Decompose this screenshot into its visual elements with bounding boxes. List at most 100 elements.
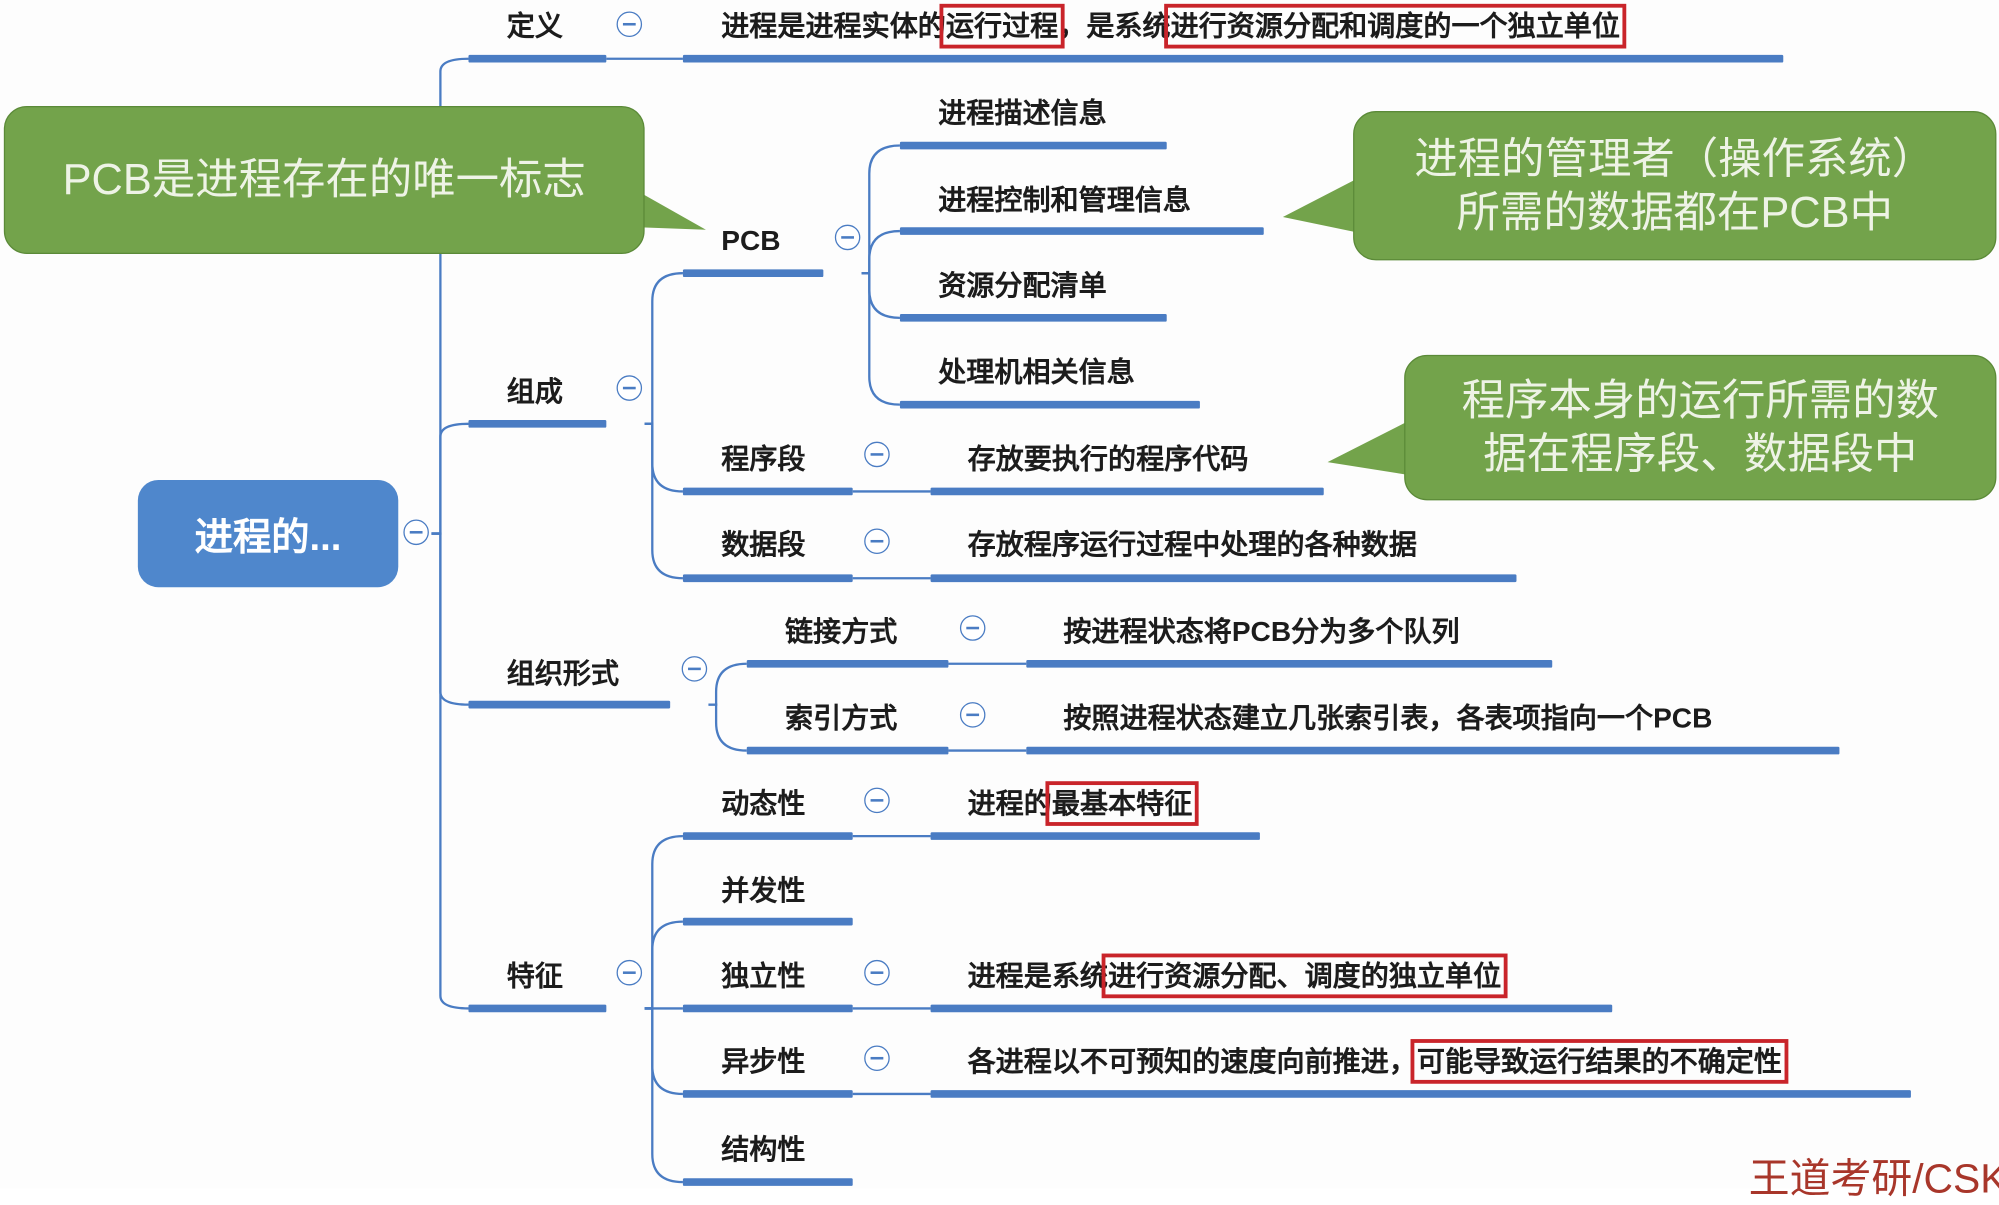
node-index-text[interactable]: 按照进程状态建立几张索引表，各表项指向一个PCB [1063,702,1713,734]
node-features[interactable]: 特征 [506,959,563,992]
node-async[interactable]: 异步性 [721,1045,806,1078]
text: 进程是系统 [967,959,1109,992]
node-underline [682,917,853,926]
collapse-icon[interactable] [959,615,986,641]
node-underline [899,227,1264,235]
collapse-icon[interactable] [864,528,890,555]
callout-pcb-flag: PCB是进程存在的唯一标志 [3,105,645,255]
node-underline [899,400,1200,409]
node-underline [899,314,1167,322]
node-underline [468,54,607,63]
node-underline [682,1178,853,1186]
highlight-box: 可能导致运行结果的不确定性 [1410,1039,1789,1084]
connector-line [644,272,683,425]
node-organization[interactable]: 组织形式 [506,657,620,690]
collapse-icon[interactable] [616,375,643,401]
collapse-icon[interactable] [864,959,890,986]
root-label: 进程的... [194,516,342,560]
text: 各进程以不可预知的速度向前推进， [967,1045,1417,1078]
node-program-text[interactable]: 存放要执行的程序代码 [967,442,1249,475]
node-underline [930,832,1260,840]
text: 进程是进程实体的 [721,10,946,43]
node-data-text[interactable]: 存放程序运行过程中处理的各种数据 [967,528,1417,561]
collapse-icon[interactable] [959,702,986,728]
root-node[interactable]: 进程的... [137,479,399,588]
node-underline [468,1004,607,1013]
highlight-box: 进行资源分配、调度的独立单位 [1101,953,1508,999]
collapse-icon[interactable] [834,224,861,251]
callout-text: 据在程序段、数据段中 [1483,430,1918,479]
collapse-icon[interactable] [616,959,643,986]
watermark: 王道考研/CSK [1748,1155,1999,1202]
connector-line [431,422,469,535]
node-underline [682,54,1784,63]
node-definition-text[interactable]: 进程是进程实体的运行过程，是系统进行资源分配和调度的一个独立单位 [721,3,1627,49]
node-concurrent[interactable]: 并发性 [721,874,806,907]
highlight-box: 最基本特征 [1045,781,1199,826]
text: ，是系统 [1058,10,1171,43]
connector-line [431,57,469,535]
collapse-icon[interactable] [681,656,708,682]
node-underline [746,746,949,755]
collapse-icon[interactable] [864,787,890,814]
collapse-icon[interactable] [616,11,643,38]
node-underline [930,487,1324,496]
callout-text: 程序本身的运行所需的数 [1461,376,1940,426]
collapse-icon[interactable] [864,441,890,468]
node-pcb-item[interactable]: 进程描述信息 [938,97,1107,129]
connector-line [644,422,683,580]
node-definition[interactable]: 定义 [506,10,563,43]
node-index-mode[interactable]: 索引方式 [785,702,898,734]
collapse-icon[interactable] [403,519,429,546]
node-underline [682,1090,853,1098]
connector-line [861,144,900,275]
text: 进程的 [967,787,1052,820]
highlight-box: 进行资源分配和调度的一个独立单位 [1164,3,1627,49]
node-underline [930,1090,1911,1098]
node-independent-text[interactable]: 进程是系统进行资源分配、调度的独立单位 [967,953,1508,999]
callout-text: 进程的管理者（操作系统） [1414,134,1936,184]
connector-line [644,920,683,1010]
node-composition[interactable]: 组成 [506,375,563,408]
node-link-mode[interactable]: 链接方式 [785,615,898,648]
node-link-text[interactable]: 按进程状态将PCB分为多个队列 [1063,615,1460,648]
node-independent[interactable]: 独立性 [721,959,806,992]
node-program-segment[interactable]: 程序段 [721,442,806,475]
node-pcb[interactable]: PCB [721,224,781,257]
node-async-text[interactable]: 各进程以不可预知的速度向前推进，可能导致运行结果的不确定性 [967,1039,1789,1084]
node-underline [1026,746,1840,755]
callout-program: 程序本身的运行所需的数据在程序段、数据段中 [1404,354,1997,501]
callout-text: PCB是进程存在的唯一标志 [62,155,586,205]
node-dynamic-text[interactable]: 进程的最基本特征 [967,781,1199,826]
node-underline [682,269,824,278]
connector-line [644,834,683,1010]
node-underline [930,1004,1613,1013]
node-pcb-item[interactable]: 处理机相关信息 [938,356,1135,389]
callout-text: 所需的数据都在PCB中 [1456,188,1893,237]
node-dynamic[interactable]: 动态性 [721,787,806,820]
connector-line [644,1007,683,1184]
callout-manager: 进程的管理者（操作系统）所需的数据都在PCB中 [1353,111,1997,261]
node-pcb-item[interactable]: 资源分配清单 [938,269,1107,302]
connector-line [861,229,900,275]
node-data-segment[interactable]: 数据段 [721,528,806,561]
node-underline [682,574,853,583]
collapse-icon[interactable] [864,1045,890,1071]
node-underline [746,659,949,668]
connector-line [431,532,469,1010]
node-underline [899,141,1167,150]
connector-line [708,703,747,752]
node-underline [682,1004,853,1013]
node-underline [1026,659,1553,668]
node-pcb-item[interactable]: 进程控制和管理信息 [938,183,1191,216]
highlight-box: 运行过程 [939,3,1065,49]
node-underline [468,700,671,709]
node-structural[interactable]: 结构性 [721,1133,806,1166]
connector-line [708,662,747,706]
node-underline [468,419,607,428]
node-underline [682,487,853,496]
connector-line [861,272,900,406]
node-underline [930,574,1517,583]
